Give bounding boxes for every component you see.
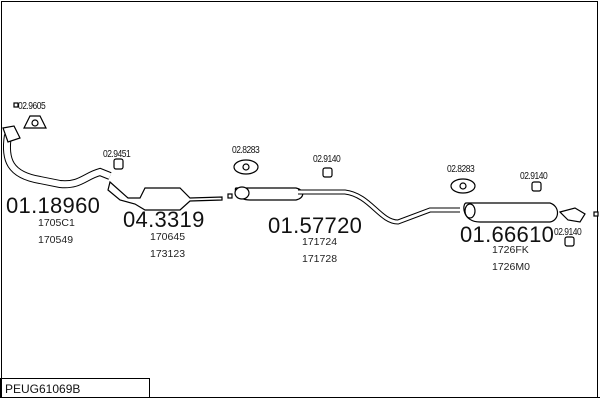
- catalytic-converter: [107, 180, 223, 211]
- fitting-number: 02.8283: [447, 164, 475, 175]
- bottom-border: [150, 397, 600, 398]
- fitting-number: 02.9140: [313, 154, 341, 165]
- part-number: 01.18960: [6, 193, 101, 218]
- fitting-number: 02.9451: [103, 149, 131, 160]
- part-ref: 170549: [38, 234, 74, 246]
- rubber-mount-icon: [322, 167, 333, 178]
- part-ref: 171724: [302, 236, 338, 248]
- centre-silencer-inlet: [234, 186, 250, 200]
- tailpipe: [558, 207, 586, 223]
- part-ref: 173123: [150, 248, 186, 260]
- fitting-number: 02.9605: [18, 101, 46, 112]
- fitting-number: 02.9140: [520, 171, 548, 182]
- diagram-code: PEUG61069B: [0, 378, 150, 398]
- part-ref: 170645: [150, 231, 186, 243]
- catalyst-outlet-gasket: [227, 193, 233, 199]
- part-ref: 1726FK: [492, 244, 529, 256]
- rear-silencer: [463, 202, 559, 223]
- rubber-mount-icon: [113, 158, 124, 170]
- part-number: 01.66610: [460, 222, 555, 247]
- rubber-mount-icon: [564, 236, 575, 247]
- part-ref: 171728: [302, 253, 338, 265]
- front-flange: [2, 125, 21, 143]
- part-number: 01.57720: [268, 213, 363, 238]
- part-number: 04.3319: [123, 207, 205, 232]
- part-ref: 1726M0: [492, 261, 530, 273]
- rear-silencer-inlet: [464, 203, 476, 219]
- fitting-number: 02.8283: [232, 145, 260, 156]
- part-ref: 1705C1: [38, 217, 75, 229]
- fitting-number: 02.9140: [554, 227, 582, 238]
- rubber-mount-icon: [531, 181, 542, 192]
